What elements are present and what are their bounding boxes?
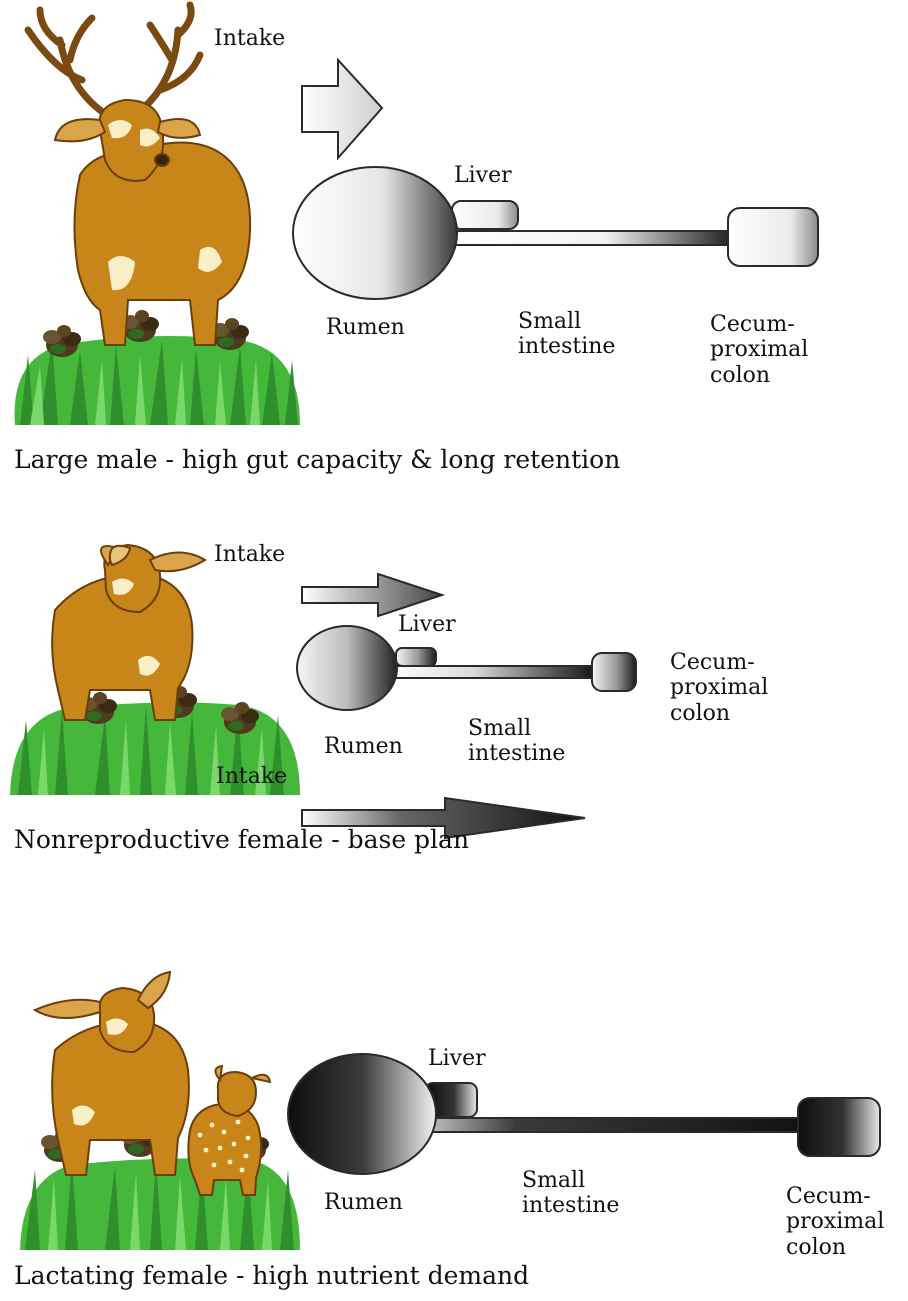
small-intestine-label-3: Small intestine — [522, 1168, 619, 1219]
gut-system-1 — [293, 167, 818, 299]
cecum-3 — [798, 1098, 880, 1156]
panel-2-illustration — [10, 545, 300, 795]
liver-label-3: Liver — [428, 1046, 486, 1071]
small-intestine-1 — [450, 231, 732, 245]
rumen-label-3: Rumen — [324, 1190, 403, 1215]
cecum-label-2: Cecum- proximal colon — [670, 650, 768, 726]
cecum-1 — [728, 208, 818, 266]
small-intestine-3 — [420, 1118, 805, 1132]
liver-label-2: Liver — [398, 612, 456, 637]
caption-large-male: Large male - high gut capacity & long re… — [14, 446, 620, 475]
doe-deer-lactating — [35, 972, 189, 1175]
caption-lactating-female: Lactating female - high nutrient demand — [14, 1262, 529, 1291]
intake-arrow-2 — [302, 574, 442, 616]
gut-system-3 — [288, 1054, 880, 1174]
intake-label-2: Intake — [214, 542, 285, 567]
intake-label-1: Intake — [214, 26, 285, 51]
caption-nonreproductive-female: Nonreproductive female - base plan — [14, 826, 469, 855]
rumen-3 — [288, 1054, 436, 1174]
rumen-label-1: Rumen — [326, 315, 405, 340]
liver-2 — [396, 648, 436, 666]
rumen-label-2: Rumen — [324, 734, 403, 759]
panel-3-illustration — [20, 972, 300, 1250]
gut-system-2 — [297, 626, 636, 710]
rumen-1 — [293, 167, 457, 299]
cecum-2 — [592, 653, 636, 691]
panel-1-illustration — [15, 5, 300, 425]
intake-label-3: Intake — [216, 764, 287, 789]
small-intestine-label-2: Small intestine — [468, 716, 565, 767]
liver-label-1: Liver — [454, 163, 512, 188]
fawn — [188, 1066, 270, 1195]
cecum-label-3: Cecum- proximal colon — [786, 1184, 884, 1260]
intake-arrow-1 — [302, 60, 382, 158]
small-intestine-2 — [390, 666, 596, 678]
rumen-2 — [297, 626, 397, 710]
cecum-label-1: Cecum- proximal colon — [710, 312, 808, 388]
grass-patch-1 — [15, 310, 300, 425]
buck-deer — [28, 5, 250, 345]
liver-1 — [452, 201, 518, 229]
small-intestine-label-1: Small intestine — [518, 309, 615, 360]
